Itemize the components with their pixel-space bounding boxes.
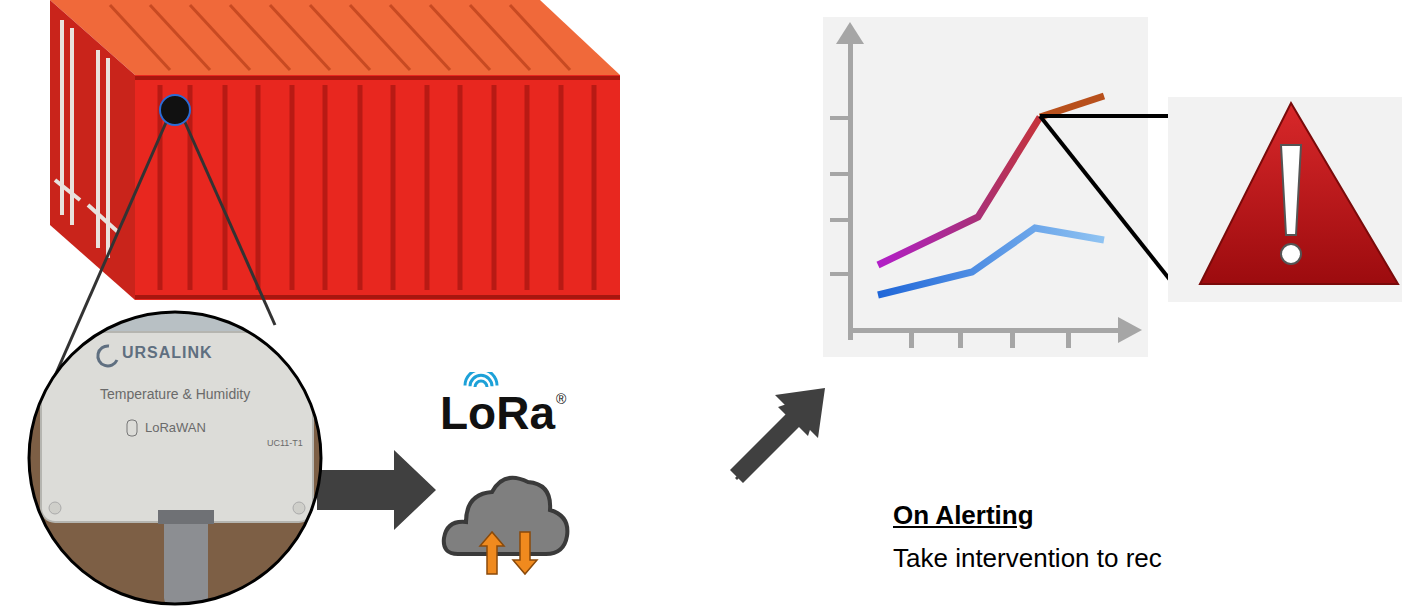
flow-arrow [730, 388, 825, 483]
exclamation [1281, 145, 1301, 235]
container-ridges [110, 5, 570, 70]
door-bars [55, 20, 118, 258]
screw [293, 502, 305, 514]
thermo-icon [127, 420, 137, 436]
pointer-line [1040, 114, 1186, 118]
signal-arcs [465, 372, 497, 387]
warning-triangle [1200, 103, 1398, 284]
signal-arc [470, 375, 492, 386]
brand-text: URSALINK [122, 344, 213, 362]
photo-bg [27, 310, 323, 606]
chart-bg [823, 17, 1148, 357]
model-text: UC11-T1 [267, 438, 303, 448]
brand-logo [98, 346, 117, 366]
sensor-dot [160, 95, 190, 125]
pointer-line [1040, 116, 1186, 300]
device-housing [41, 332, 313, 522]
lora-cloud: LoRa® [440, 372, 570, 590]
protocol-text: LoRaWAN [145, 420, 206, 435]
zoom-circle [29, 312, 321, 604]
container-corrugation [160, 85, 594, 290]
lora-logo: LoRa [440, 390, 555, 436]
cloud-shape [444, 478, 568, 554]
sensor-zoom-circle: URSALINK Temperature & HumidityLoRaWAN UC1… [27, 310, 323, 606]
sensor-photo [27, 310, 323, 606]
container-top [50, 0, 620, 75]
upload-arrow [480, 532, 504, 574]
signal-arc [475, 381, 487, 387]
zoom-line [184, 120, 275, 325]
screw [49, 340, 61, 352]
note-text: Take intervention to rec [893, 543, 1162, 574]
container-door [50, 0, 135, 300]
heading-text: On Alerting [893, 500, 1034, 531]
container-side [135, 75, 620, 300]
probe-collar [158, 510, 214, 524]
sensor-probe [164, 510, 208, 606]
screw [293, 340, 305, 352]
screw [49, 502, 61, 514]
product-text: Temperature & Humidity [100, 386, 250, 402]
cloud-icon [444, 478, 568, 574]
warning-bg [1168, 97, 1402, 302]
exclamation-dot [1281, 244, 1301, 264]
signal-arc [465, 372, 497, 386]
registered-mark: ® [556, 392, 566, 406]
data-line [1040, 96, 1104, 117]
download-arrow [513, 532, 537, 574]
flow-arrow [317, 450, 436, 530]
data-line [878, 228, 1104, 295]
